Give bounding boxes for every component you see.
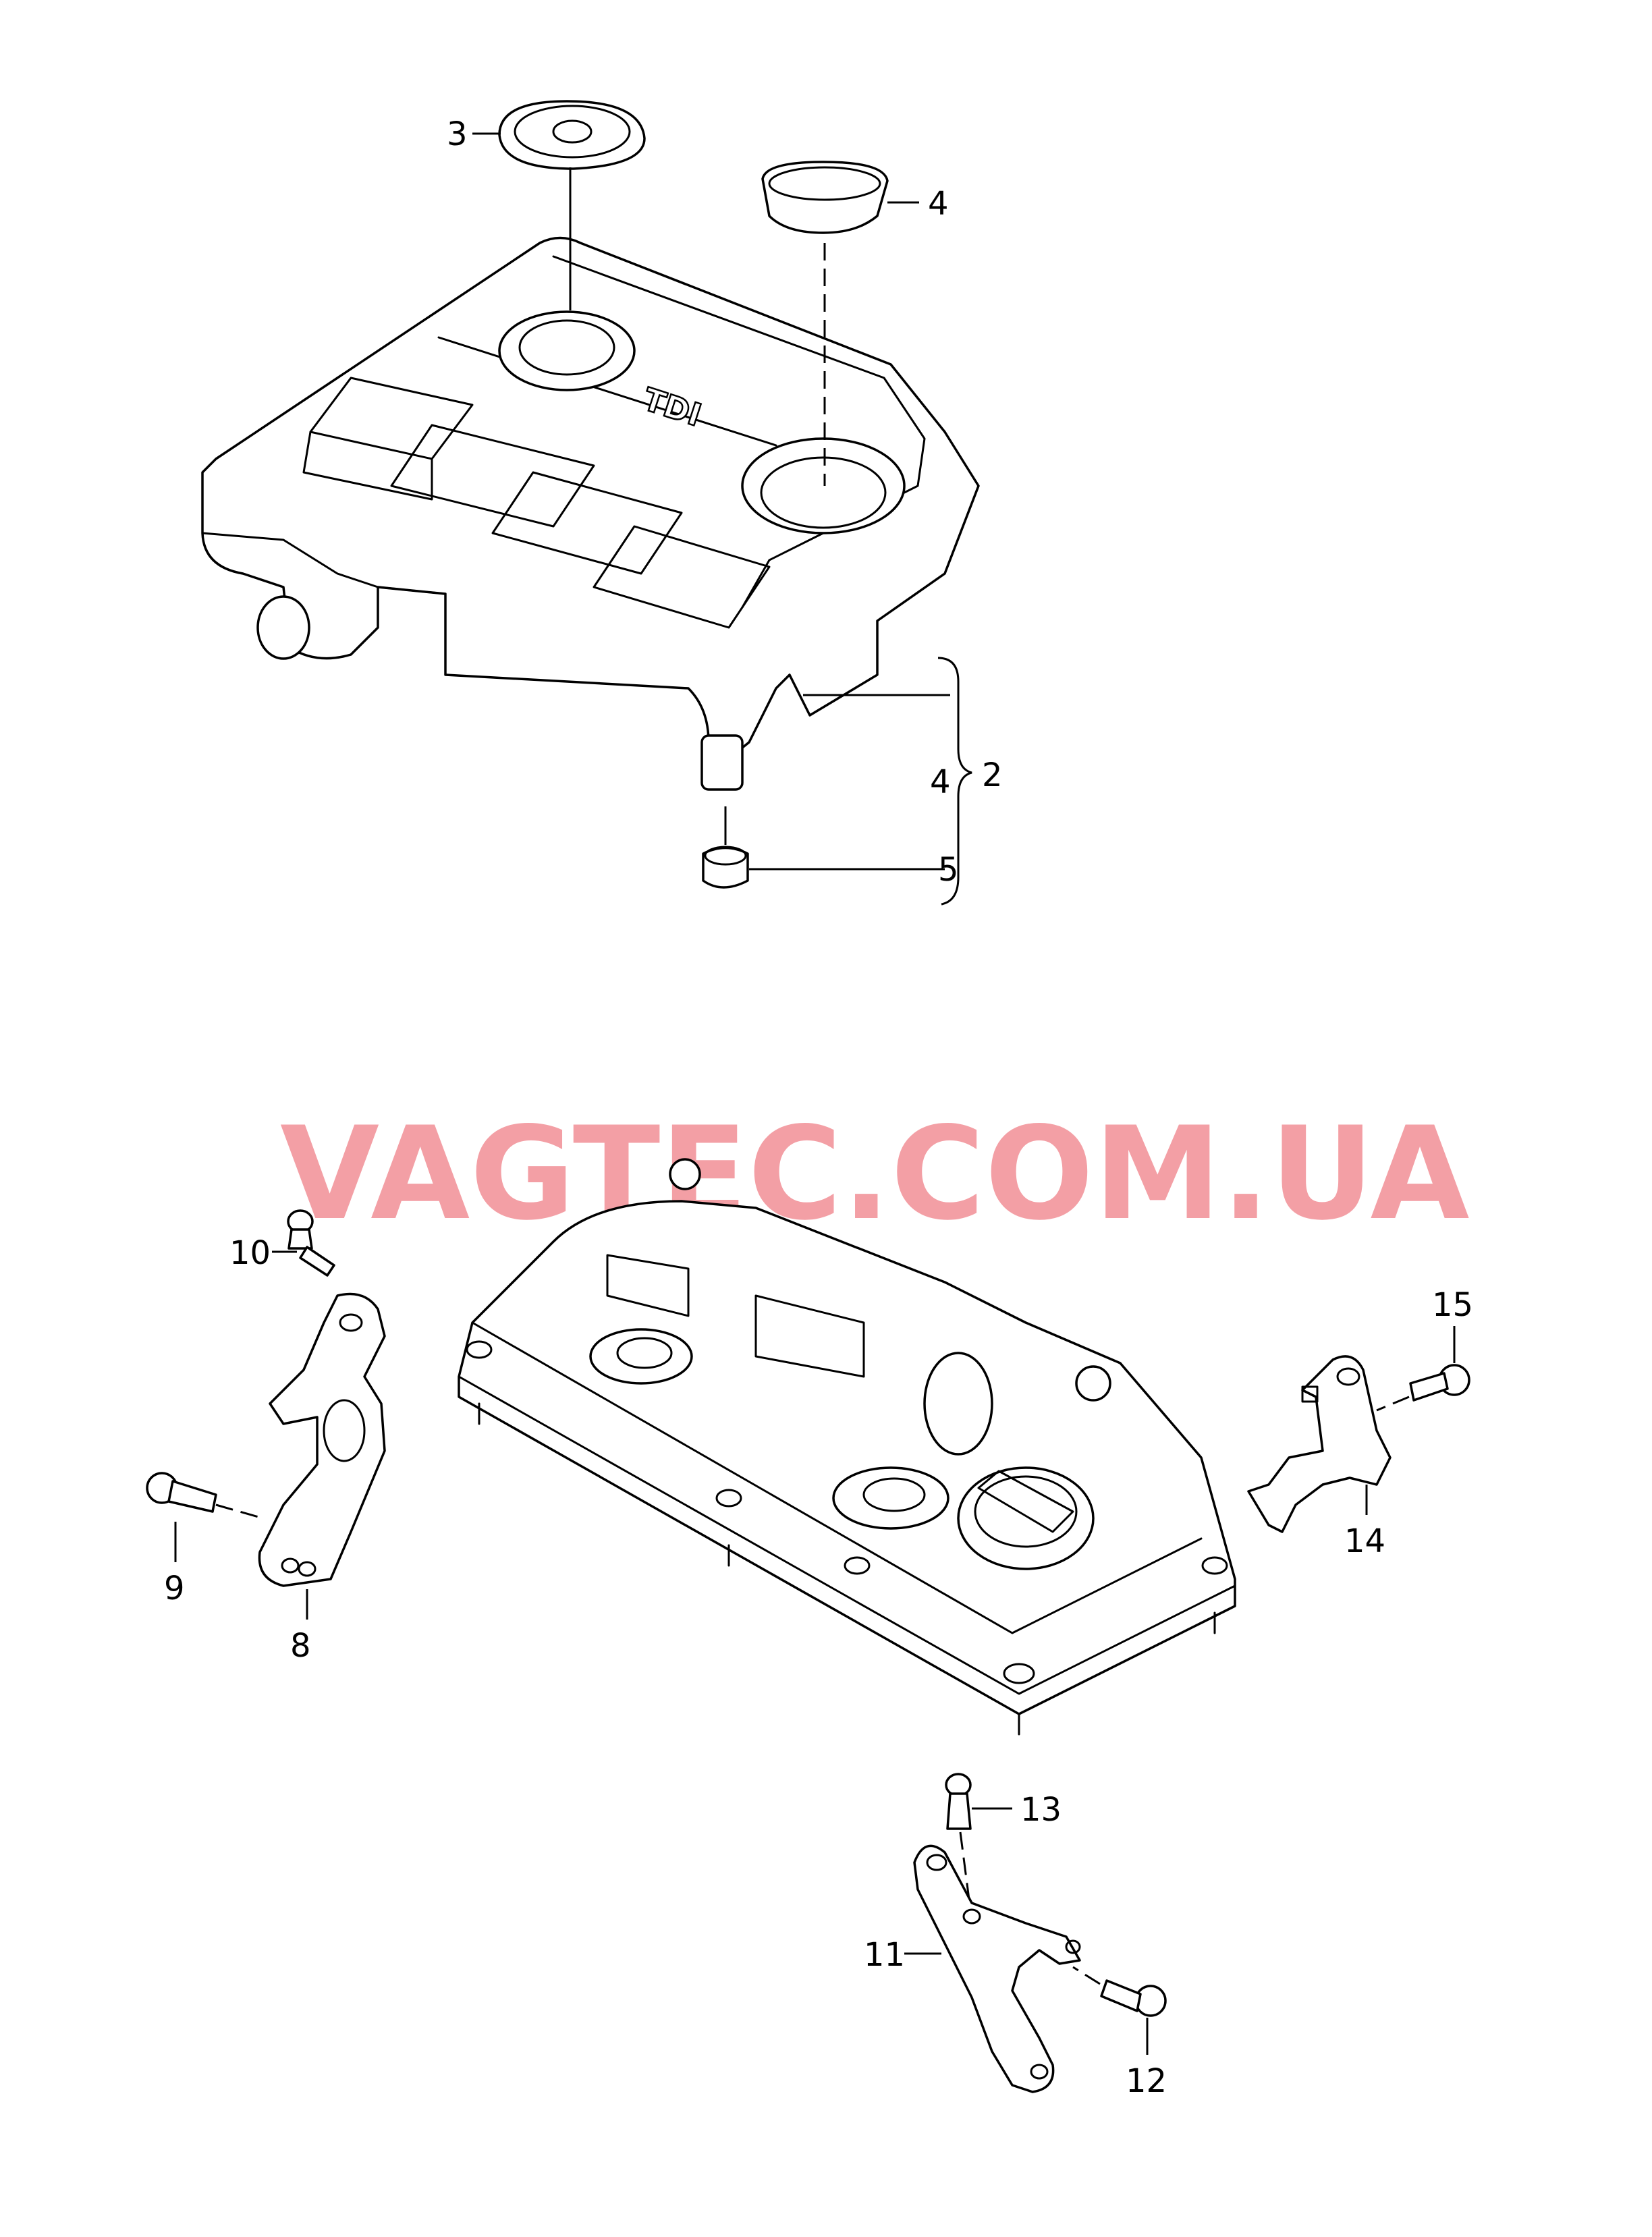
callout-8: 8: [290, 1627, 311, 1665]
callout-4-bracket: 4: [930, 763, 951, 801]
bolt-part-9[interactable]: [146, 1472, 217, 1513]
bracket-part-11[interactable]: [913, 1844, 1081, 2093]
cylinder-head-cover[interactable]: [458, 1158, 1236, 1736]
ball-stud-part-10[interactable]: [287, 1209, 335, 1277]
callout-10: 10: [229, 1234, 271, 1272]
callout-14: 14: [1344, 1522, 1385, 1560]
mount-part-5[interactable]: [702, 846, 749, 889]
callout-4-top: 4: [928, 185, 949, 223]
engine-cover[interactable]: TDI: [201, 236, 980, 791]
callout-2: 2: [982, 756, 1003, 794]
grommet-part-4[interactable]: [761, 161, 889, 234]
callout-5: 5: [938, 851, 959, 889]
cap-part-3[interactable]: [498, 100, 646, 170]
callout-3: 3: [447, 115, 468, 153]
bolt-part-12[interactable]: [1100, 1979, 1167, 2017]
callout-13: 13: [1020, 1791, 1062, 1829]
bracket-part-8[interactable]: [258, 1292, 386, 1587]
callout-9: 9: [164, 1570, 185, 1607]
callout-15: 15: [1432, 1286, 1473, 1324]
callout-11: 11: [864, 1936, 905, 1974]
bolt-part-15[interactable]: [1409, 1364, 1470, 1402]
ball-stud-part-13[interactable]: [945, 1773, 972, 1830]
bracket-part-14[interactable]: [1247, 1355, 1392, 1533]
callout-12: 12: [1126, 2062, 1167, 2100]
watermark: VAGTEC.COM.UA: [280, 1099, 1470, 1248]
